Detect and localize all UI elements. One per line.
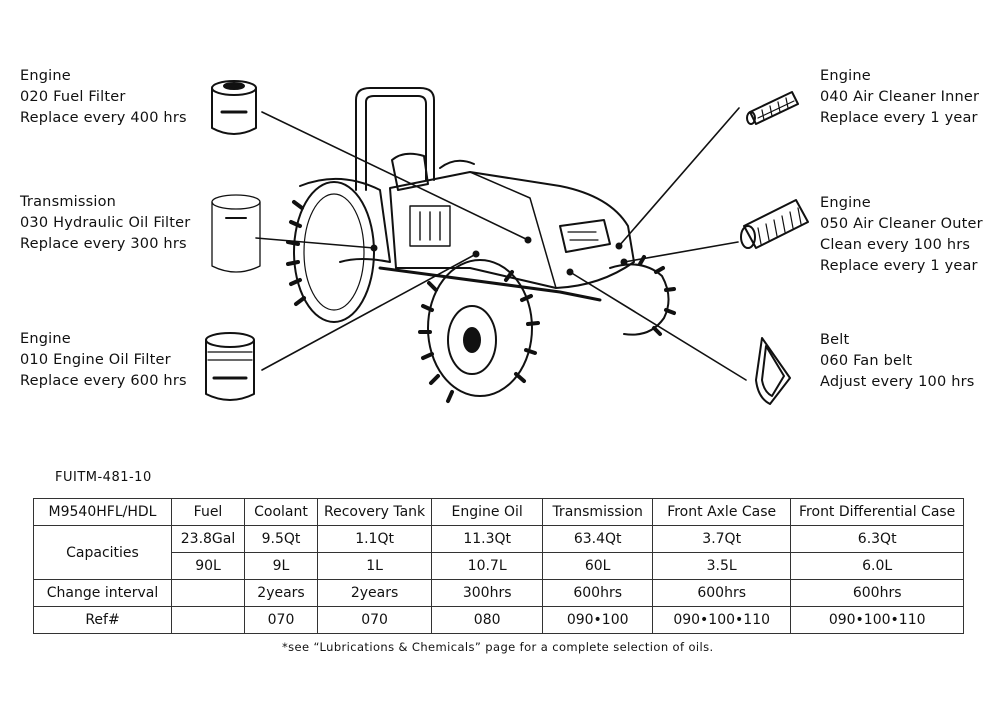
column-header: Engine Oil bbox=[431, 498, 544, 526]
leader-dots bbox=[370, 236, 628, 276]
callout-part: 010 Engine Oil Filter bbox=[20, 352, 171, 368]
table-cell: 090•100 bbox=[542, 606, 654, 634]
callout-system: Belt bbox=[820, 332, 850, 348]
column-header: Coolant bbox=[244, 498, 318, 526]
column-header: Transmission bbox=[542, 498, 654, 526]
callout-part: 050 Air Cleaner Outer bbox=[820, 216, 983, 232]
table-cell: 600hrs bbox=[790, 579, 965, 607]
oil-filter-icon bbox=[205, 332, 255, 401]
callout-part: 040 Air Cleaner Inner bbox=[820, 89, 980, 105]
tractor-diagram bbox=[205, 80, 809, 405]
table-cell: 23.8Gal bbox=[171, 525, 245, 553]
column-header: Fuel bbox=[171, 498, 245, 526]
fuel-filter-icon bbox=[211, 80, 257, 135]
callout-fan-belt: Belt 060 Fan belt Adjust every 100 hrs bbox=[820, 330, 975, 393]
table-cell: 070 bbox=[316, 606, 433, 634]
table-cell: 90L bbox=[171, 552, 245, 580]
callout-system: Engine bbox=[820, 68, 871, 84]
callout-system: Engine bbox=[820, 195, 871, 211]
callout-air-cleaner-inner: Engine 040 Air Cleaner Inner Replace eve… bbox=[820, 66, 979, 129]
table-cell: 3.5L bbox=[652, 552, 792, 580]
table-cell: 300hrs bbox=[431, 579, 544, 607]
capacity-table: M9540HFL/HDL Fuel Coolant Recovery Tank … bbox=[33, 498, 965, 634]
table-row: 90L 9L 1L 10.7L 60L 3.5L 6.0L bbox=[34, 552, 965, 580]
callout-system: Engine bbox=[20, 331, 71, 347]
table-cell: 1.1Qt bbox=[316, 525, 433, 553]
table-cell: 2years bbox=[316, 579, 433, 607]
callout-interval: Replace every 1 year bbox=[820, 110, 978, 126]
model-cell: M9540HFL/HDL bbox=[33, 498, 172, 526]
document-id: FUITM-481-10 bbox=[55, 470, 152, 485]
callout-air-cleaner-outer: Engine 050 Air Cleaner Outer Clean every… bbox=[820, 193, 983, 277]
callout-interval: Clean every 100 hrs bbox=[820, 237, 971, 253]
callout-fuel-filter: Engine 020 Fuel Filter Replace every 400… bbox=[20, 66, 187, 129]
callout-interval: Replace every 400 hrs bbox=[20, 110, 187, 126]
table-cell: 10.7L bbox=[431, 552, 544, 580]
callout-hydraulic-filter: Transmission 030 Hydraulic Oil Filter Re… bbox=[20, 192, 190, 255]
callout-part: 060 Fan belt bbox=[820, 353, 913, 369]
fan-belt-icon bbox=[755, 337, 791, 405]
callout-interval-secondary: Replace every 1 year bbox=[820, 258, 978, 274]
table-cell: 2years bbox=[244, 579, 318, 607]
table-cell: 3.7Qt bbox=[652, 525, 792, 553]
air-cleaner-inner-icon bbox=[746, 91, 799, 125]
table-cell: 080 bbox=[431, 606, 544, 634]
callout-part: 030 Hydraulic Oil Filter bbox=[20, 215, 191, 231]
callout-system: Engine bbox=[20, 68, 71, 84]
table-cell: 600hrs bbox=[652, 579, 792, 607]
table-cell bbox=[171, 606, 245, 634]
table-cell: 9L bbox=[244, 552, 318, 580]
callout-interval: Replace every 300 hrs bbox=[20, 236, 187, 252]
air-cleaner-outer-icon bbox=[740, 199, 809, 249]
table-cell: 6.3Qt bbox=[790, 525, 965, 553]
callout-interval: Adjust every 100 hrs bbox=[820, 374, 975, 390]
row-label: Capacities bbox=[33, 525, 172, 580]
hydraulic-filter-icon bbox=[211, 194, 261, 273]
table-cell: 070 bbox=[244, 606, 318, 634]
table-cell bbox=[171, 579, 245, 607]
table-cell: 63.4Qt bbox=[542, 525, 654, 553]
table-header-row: M9540HFL/HDL Fuel Coolant Recovery Tank … bbox=[33, 498, 965, 526]
callout-system: Transmission bbox=[20, 194, 117, 210]
column-header: Front Differential Case bbox=[790, 498, 965, 526]
column-header: Recovery Tank bbox=[316, 498, 433, 526]
table-row: Change interval 2years 2years 300hrs 600… bbox=[33, 579, 965, 607]
row-label: Change interval bbox=[33, 579, 172, 607]
callout-oil-filter: Engine 010 Engine Oil Filter Replace eve… bbox=[20, 329, 187, 392]
table-cell: 1L bbox=[316, 552, 433, 580]
footnote: *see “Lubrications & Chemicals” page for… bbox=[282, 640, 714, 654]
leader-lines bbox=[255, 107, 747, 381]
table-cell: 9.5Qt bbox=[244, 525, 318, 553]
table-cell: 600hrs bbox=[542, 579, 654, 607]
table-row: Capacities 23.8Gal 9.5Qt 1.1Qt 11.3Qt 63… bbox=[33, 525, 965, 580]
row-label: Ref# bbox=[33, 606, 172, 634]
table-cell: 60L bbox=[542, 552, 654, 580]
tractor-icon bbox=[286, 87, 676, 403]
table-row: Ref# 070 070 080 090•100 090•100•110 090… bbox=[33, 606, 965, 634]
table-cell: 11.3Qt bbox=[431, 525, 544, 553]
callout-part: 020 Fuel Filter bbox=[20, 89, 126, 105]
callout-interval: Replace every 600 hrs bbox=[20, 373, 187, 389]
table-cell: 090•100•110 bbox=[790, 606, 965, 634]
table-cell: 6.0L bbox=[790, 552, 965, 580]
column-header: Front Axle Case bbox=[652, 498, 792, 526]
table-cell: 090•100•110 bbox=[652, 606, 792, 634]
